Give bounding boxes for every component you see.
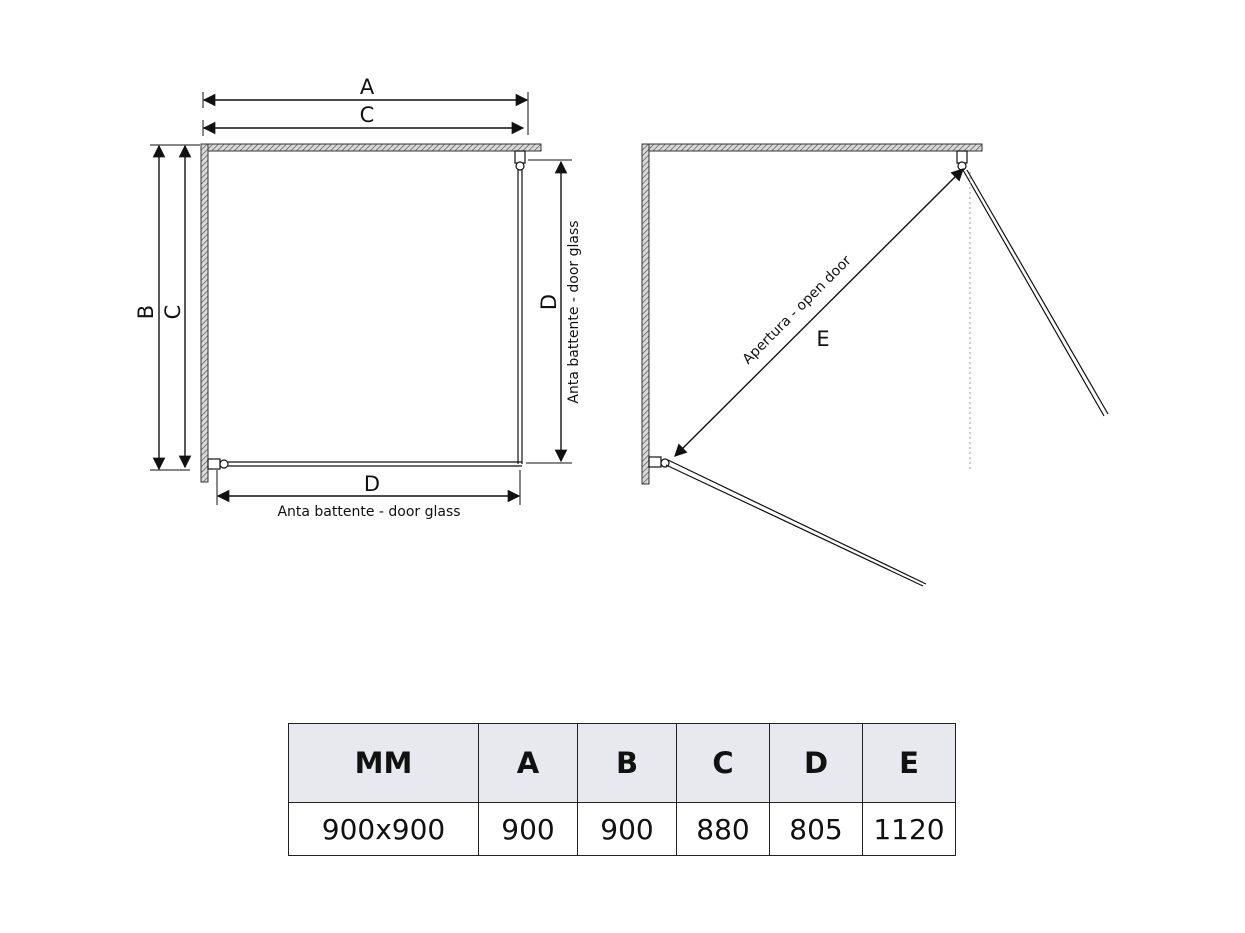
- dimensions-table: MM A B C D E 900x900 900 900 880 805 112…: [288, 723, 956, 856]
- cell-a: 900: [478, 802, 578, 856]
- cell-size: 900x900: [288, 802, 479, 856]
- dim-note-e: Apertura - open door: [740, 252, 855, 367]
- table-row: 900x900 900 900 880 805 1120: [288, 802, 956, 856]
- wall-top-open: [643, 143, 983, 152]
- cell-c: 880: [676, 802, 770, 856]
- cell-b: 900: [577, 802, 677, 856]
- hinge-top-open: [956, 150, 968, 171]
- dim-line-e: [674, 168, 964, 457]
- wall-top: [202, 143, 542, 152]
- header-e: E: [862, 723, 956, 803]
- dim-label-c-top: C: [360, 103, 375, 127]
- dim-label-b: B: [134, 305, 158, 319]
- dim-label-d-bottom: D: [364, 472, 380, 496]
- header-c: C: [676, 723, 770, 803]
- hinge-bottom-open: [648, 456, 670, 468]
- plan-open: Apertura - open door E: [641, 143, 1109, 587]
- wall-left: [200, 143, 209, 483]
- cell-e: 1120: [862, 802, 956, 856]
- header-b: B: [577, 723, 677, 803]
- glass-open-right: [962, 169, 1105, 417]
- dim-label-c-left: C: [161, 305, 185, 320]
- header-d: D: [769, 723, 863, 803]
- plan-closed: A C B C D Anta battente - door glass D A…: [134, 75, 582, 520]
- dim-label-e: E: [816, 327, 829, 351]
- wall-left-open: [641, 143, 650, 485]
- dim-label-a: A: [360, 75, 375, 99]
- header-mm: MM: [288, 723, 479, 803]
- shower-enclosure-diagram: A C B C D Anta battente - door glass D A…: [134, 75, 1109, 587]
- glass-open-bottom: [667, 459, 927, 585]
- hinge-bottom-left: [207, 458, 229, 470]
- table-header-row: MM A B C D E: [288, 723, 956, 803]
- dim-note-d-bottom: Anta battente - door glass: [277, 504, 460, 520]
- cell-d: 805: [769, 802, 863, 856]
- hinge-top-right: [514, 150, 526, 171]
- header-a: A: [478, 723, 578, 803]
- dim-note-d-right: Anta battente - door glass: [566, 220, 582, 403]
- dim-label-d-right: D: [537, 294, 561, 310]
